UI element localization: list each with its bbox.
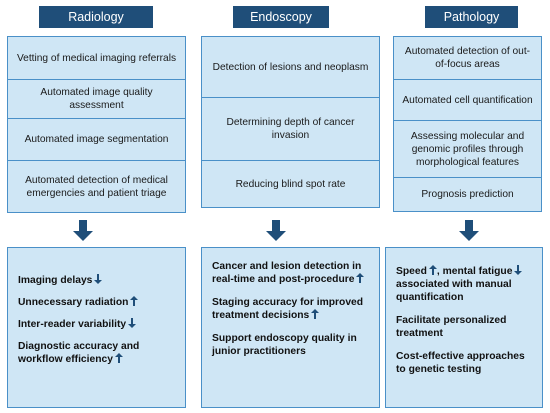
endoscopy-task: Detection of lesions and neoplasm (201, 36, 380, 98)
pathology-task: Automated cell quantification (393, 79, 542, 121)
down-arrow-icon (128, 318, 137, 328)
up-arrow-icon (115, 353, 123, 363)
endoscopy-task-stack: Detection of lesions and neoplasm Determ… (201, 36, 380, 208)
pathology-task: Assessing molecular and genomic profiles… (393, 120, 542, 178)
down-arrow-icon (459, 220, 479, 241)
radiology-task: Vetting of medical imaging referrals (7, 36, 186, 80)
down-arrow-icon (266, 220, 286, 241)
up-arrow-icon (311, 309, 320, 319)
radiology-task: Automated detection of medical emergenci… (7, 160, 186, 213)
radiology-outcomes: Imaging delays Unnecessary radiation Int… (7, 247, 186, 408)
outcome-item: Cost-effective approaches to genetic tes… (396, 351, 525, 375)
up-arrow-icon (130, 296, 139, 306)
radiology-header: Radiology (39, 6, 153, 28)
pathology-outcomes: Speed, mental fatigue associated with ma… (385, 247, 543, 408)
radiology-task: Automated image quality assessment (7, 79, 186, 119)
outcome-item: Facilitate personalized treatment (396, 315, 507, 339)
up-arrow-icon (428, 265, 437, 275)
down-arrow-icon (73, 220, 93, 241)
endoscopy-task: Reducing blind spot rate (201, 160, 380, 208)
endoscopy-header: Endoscopy (233, 6, 329, 28)
radiology-task: Automated image segmentation (7, 118, 186, 161)
outcome-item: Imaging delays (18, 274, 175, 287)
pathology-task: Prognosis prediction (393, 177, 542, 212)
outcome-item: Speed, mental fatigue associated with ma… (396, 265, 534, 304)
down-arrow-icon (94, 274, 103, 284)
outcome-item: Staging accuracy for improved treatment … (212, 297, 364, 321)
endoscopy-outcomes: Cancer and lesion detection in real-time… (201, 247, 380, 408)
up-arrow-icon (356, 273, 365, 283)
outcome-item: Support endoscopy quality in junior prac… (212, 333, 357, 357)
outcome-item: Cancer and lesion detection in real-time… (212, 260, 369, 286)
pathology-task: Automated detection of out-of-focus area… (393, 36, 542, 80)
endoscopy-task: Determining depth of cancer invasion (201, 97, 380, 161)
pathology-header: Pathology (425, 6, 518, 28)
down-arrow-icon (514, 265, 523, 275)
outcome-item: Diagnostic accuracy and workflow efficie… (18, 341, 140, 365)
outcome-item: Inter-reader variability (18, 318, 175, 331)
radiology-task-stack: Vetting of medical imaging referrals Aut… (7, 36, 186, 213)
outcome-item: Unnecessary radiation (18, 296, 175, 309)
pathology-task-stack: Automated detection of out-of-focus area… (393, 36, 542, 212)
